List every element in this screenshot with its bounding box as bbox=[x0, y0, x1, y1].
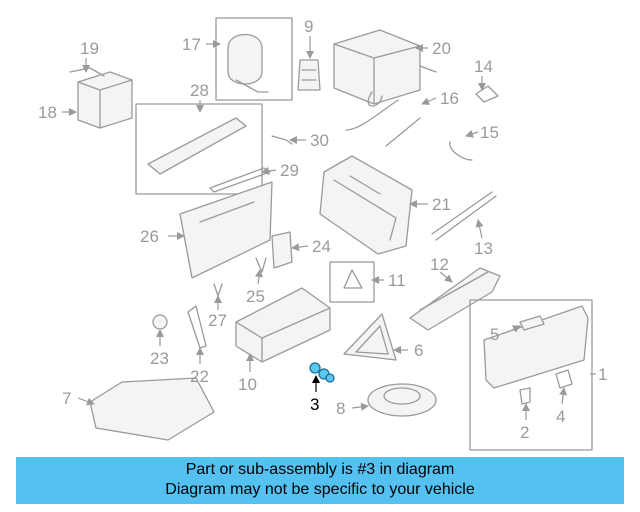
callout-4: 4 bbox=[556, 407, 565, 426]
callout-13: 13 bbox=[474, 239, 493, 258]
part-27-clip bbox=[213, 283, 223, 297]
part-6-triangle bbox=[343, 313, 397, 361]
callout-6: 6 bbox=[414, 341, 423, 360]
callout-9: 9 bbox=[304, 17, 313, 36]
callout-16: 16 bbox=[440, 89, 459, 108]
part-2-clip bbox=[519, 387, 531, 405]
callout-22: 22 bbox=[190, 367, 209, 386]
part-12-jack bbox=[409, 267, 501, 331]
part-8-tire-well bbox=[367, 383, 437, 417]
callout-18: 18 bbox=[38, 103, 57, 122]
callout-30: 30 bbox=[310, 131, 329, 150]
part-9-valve bbox=[297, 59, 321, 91]
callout-2: 2 bbox=[520, 423, 529, 442]
part-5-label bbox=[519, 315, 545, 331]
banner-line-2: Diagram may not be specific to your vehi… bbox=[165, 481, 475, 498]
part-13-rod bbox=[431, 191, 497, 241]
callout-27: 27 bbox=[208, 311, 227, 330]
part-11-box bbox=[329, 261, 375, 303]
part-24-cover bbox=[271, 231, 293, 269]
part-26-board bbox=[179, 181, 273, 279]
part-16-tool bbox=[345, 99, 421, 147]
callout-17: 17 bbox=[182, 35, 201, 54]
callout-3-highlighted: 3 bbox=[310, 395, 319, 414]
part-4-bracket bbox=[555, 369, 573, 389]
part-22-bracket bbox=[187, 305, 207, 349]
callout-24: 24 bbox=[312, 237, 331, 256]
callout-1: 1 bbox=[598, 365, 607, 384]
callout-21: 21 bbox=[432, 195, 451, 214]
info-banner: Part or sub-assembly is #3 in diagram Di… bbox=[16, 457, 624, 504]
leader-lines bbox=[62, 36, 596, 420]
callout-15: 15 bbox=[480, 123, 499, 142]
callout-20: 20 bbox=[432, 39, 451, 58]
part-15-hook bbox=[449, 141, 473, 161]
parts-diagram: 19 18 17 9 20 14 16 15 28 30 29 21 13 26… bbox=[38, 17, 607, 451]
part-17-filter bbox=[215, 17, 293, 101]
part-1-trim-panel bbox=[469, 299, 593, 451]
part-25-clip bbox=[255, 257, 267, 273]
part-18-box bbox=[69, 67, 133, 129]
banner-line-1: Part or sub-assembly is #3 in diagram bbox=[185, 461, 455, 478]
part-21-tray bbox=[319, 155, 413, 255]
part-7-mat bbox=[89, 377, 215, 441]
callout-10: 10 bbox=[238, 375, 257, 394]
part-23-plug bbox=[152, 314, 168, 330]
callout-28: 28 bbox=[190, 81, 209, 100]
part-14-bracket bbox=[475, 85, 499, 103]
callout-labels: 19 18 17 9 20 14 16 15 28 30 29 21 13 26… bbox=[38, 17, 607, 442]
callout-11: 11 bbox=[388, 271, 406, 290]
callout-14: 14 bbox=[474, 57, 493, 76]
callout-19: 19 bbox=[80, 39, 99, 58]
part-29-strip bbox=[209, 167, 271, 193]
callout-29: 29 bbox=[280, 161, 299, 180]
callout-8: 8 bbox=[336, 399, 345, 418]
callout-12: 12 bbox=[430, 255, 449, 274]
callout-7: 7 bbox=[62, 389, 71, 408]
part-30-clip bbox=[271, 135, 293, 145]
callout-23: 23 bbox=[150, 349, 169, 368]
callout-25: 25 bbox=[246, 287, 265, 306]
part-10-cover bbox=[235, 287, 331, 363]
callout-5: 5 bbox=[490, 325, 499, 344]
callout-26: 26 bbox=[140, 227, 159, 246]
part-28-panel bbox=[135, 103, 263, 195]
part-3-bolt-highlighted[interactable] bbox=[309, 362, 335, 383]
part-20-compressor bbox=[333, 29, 437, 107]
